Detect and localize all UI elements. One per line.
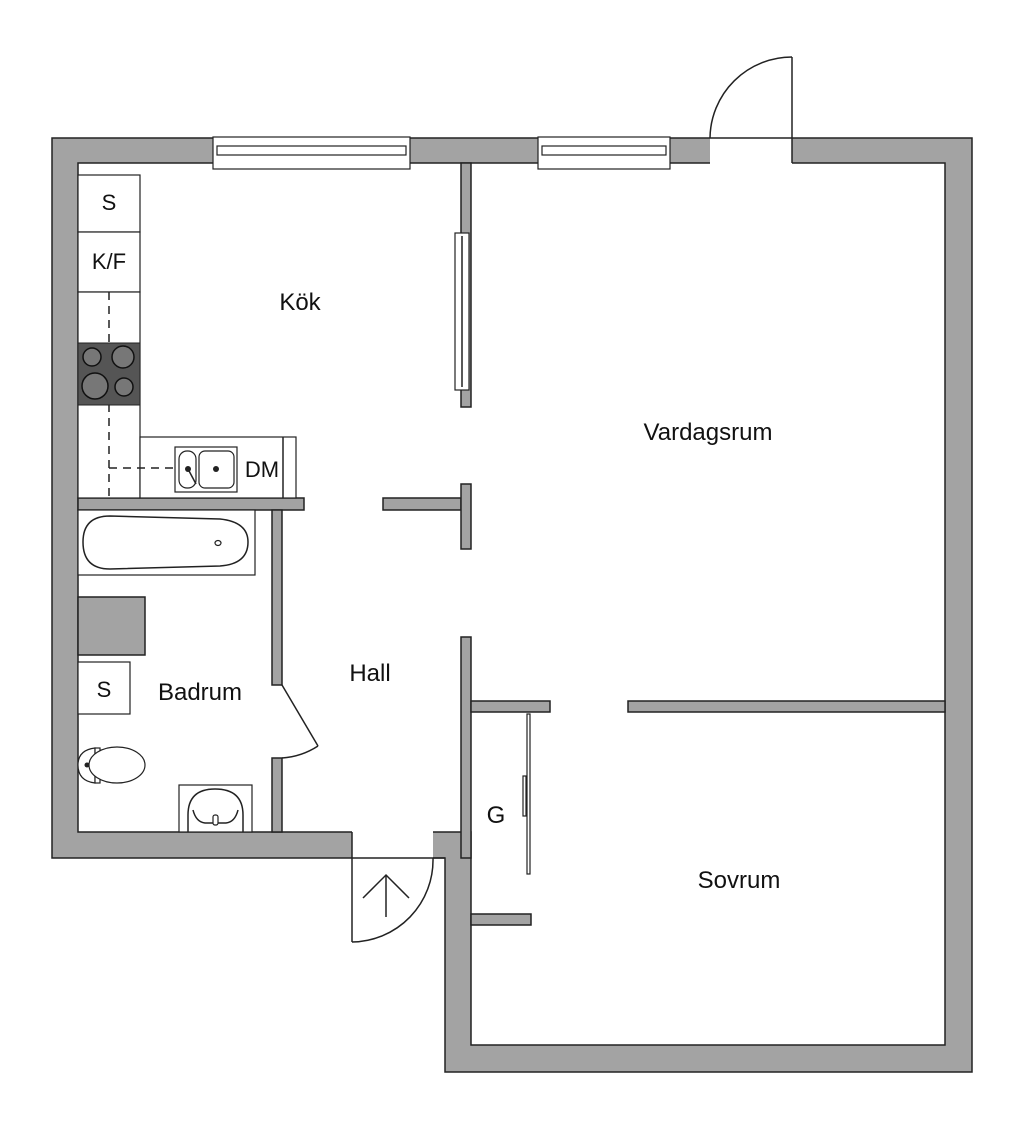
label-bathroom-cabinet: S [97,677,112,702]
stove-icon [77,342,141,406]
room-label-hall: Hall [349,660,390,687]
window-kitchen [212,136,411,170]
toilet-icon [77,746,146,784]
label-kitchen-cabinet: S [102,190,117,215]
interior-walls [77,162,946,926]
balcony-door [709,56,793,165]
exterior-walls [51,137,973,1073]
room-label-kitchen: Kök [279,289,321,316]
room-label-bathroom: Badrum [158,679,242,706]
closet-sliding-door [522,713,531,875]
washbasin-icon [178,784,253,833]
bathroom-cabinet [77,661,131,715]
bathtub-icon [77,509,256,576]
room-label-bedroom: Sovrum [698,867,781,894]
entrance-door [351,830,445,943]
bathroom-door [281,684,319,759]
window-living-room [537,136,671,170]
label-dishwasher: DM [245,457,279,482]
entrance-arrow-icon [362,873,410,917]
room-label-closet: G [487,802,506,829]
kitchen-sink-icon [174,446,238,493]
room-label-living-room: Vardagsrum [644,419,773,446]
label-fridge-freezer: K/F [92,249,126,274]
